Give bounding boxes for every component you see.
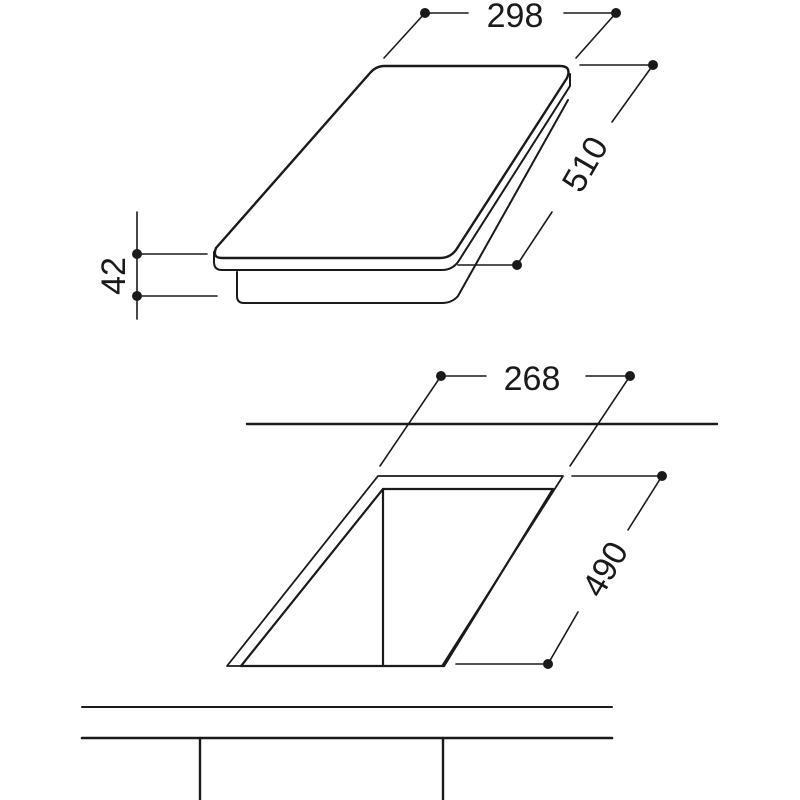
dimension-dot (543, 659, 553, 669)
hob-top-plate (213, 64, 570, 260)
dimension-dot (648, 60, 658, 70)
dimension-dot (625, 371, 635, 381)
dimension-dot (512, 260, 522, 270)
worktop-section (80, 706, 614, 800)
hob-drawing (213, 64, 571, 304)
hob-plate-edge (213, 73, 571, 271)
dimension-dot (132, 291, 142, 301)
dimension-dot (132, 249, 142, 259)
dimension-dot (420, 8, 430, 18)
hob-width-label: 298 (487, 0, 544, 35)
cutout-inner-edge (381, 487, 555, 668)
dimension-hob-height: 42 (95, 211, 218, 320)
dimension-hob-width: 298 (383, 0, 621, 59)
cutout-outline (226, 475, 564, 667)
cutout-depth-label: 490 (575, 535, 636, 603)
dimension-dot (611, 8, 621, 18)
cutout-width-label: 268 (504, 360, 561, 398)
dimension-dot (436, 371, 446, 381)
hob-height-label: 42 (95, 257, 133, 295)
dimension-dot (657, 471, 667, 481)
dimension-cutout-width: 268 (379, 360, 635, 467)
hob-body (236, 99, 569, 304)
cutout-drawing (226, 422, 719, 668)
hob-depth-label: 510 (555, 130, 616, 198)
dimension-cutout-depth: 490 (455, 471, 667, 669)
